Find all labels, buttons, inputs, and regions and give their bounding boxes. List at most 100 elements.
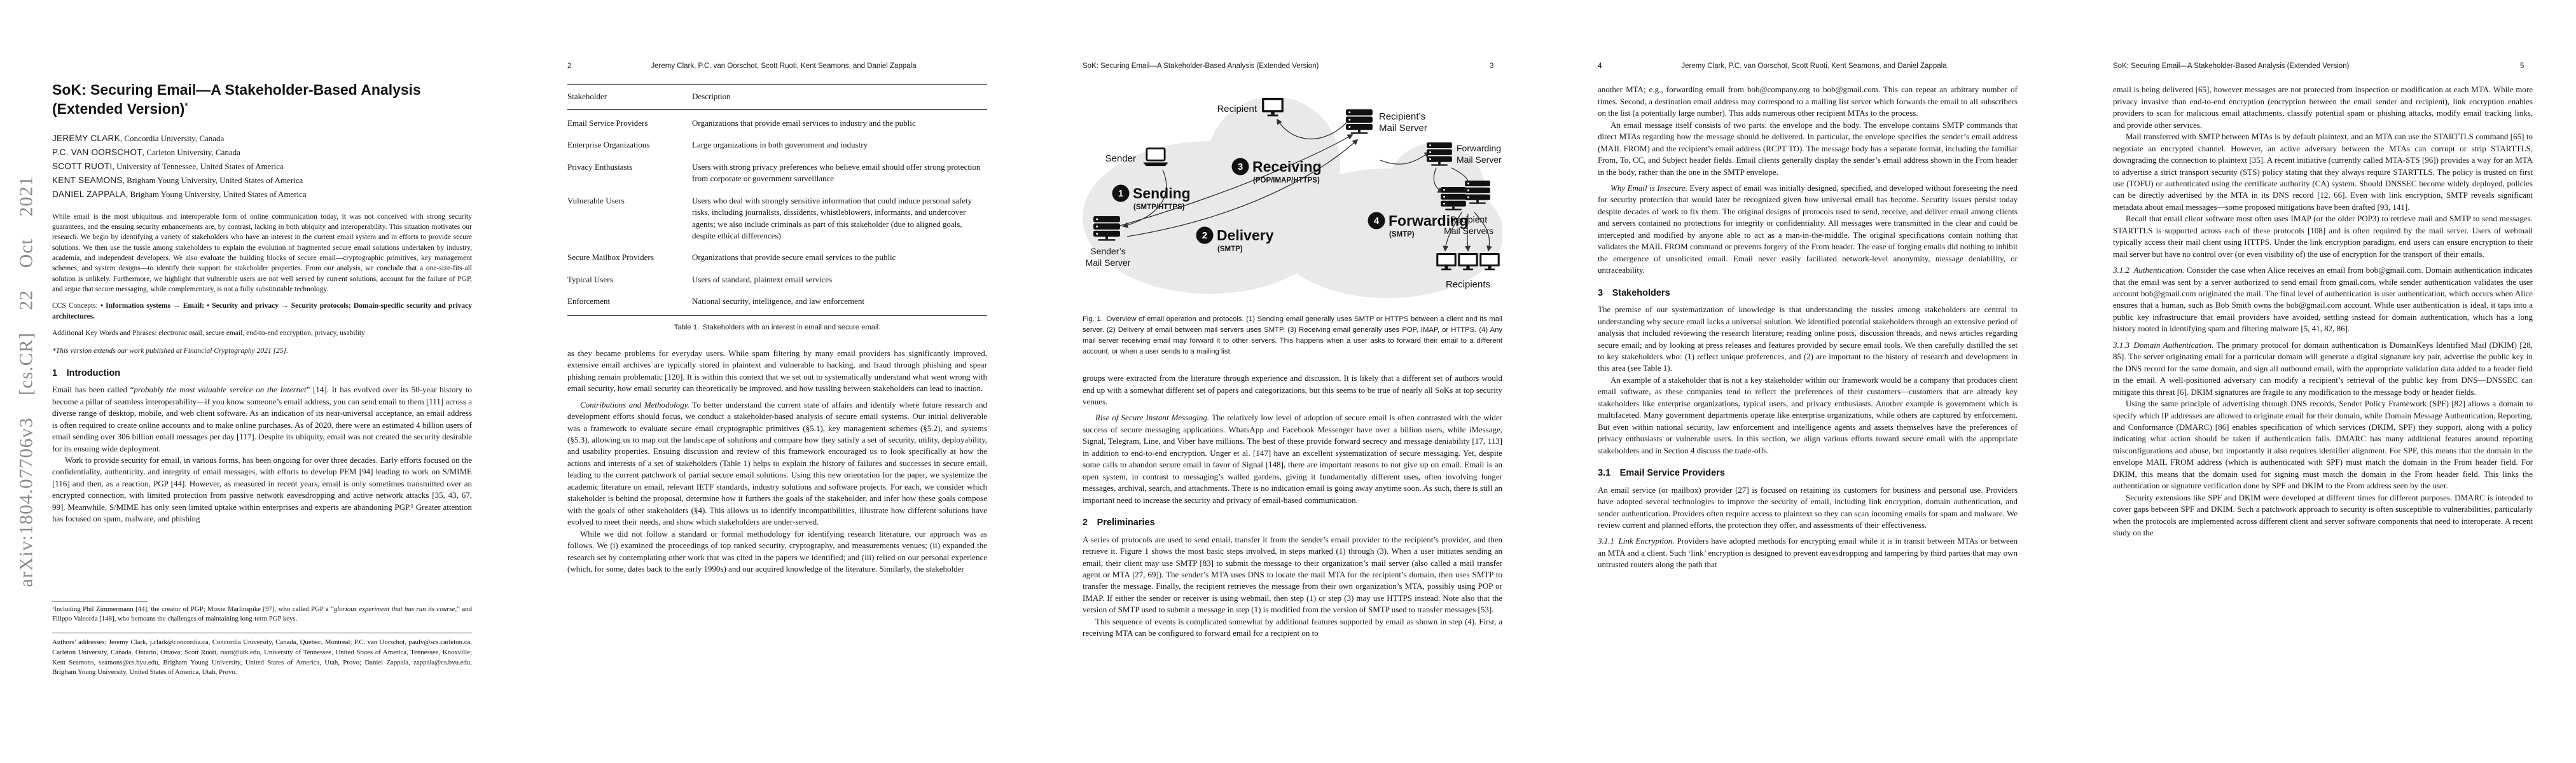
running-head: SoK: Securing Email—A Stakeholder-Based … (2113, 61, 2533, 71)
abstract: While email is the most ubiquitous and i… (52, 212, 472, 294)
running-title: SoK: Securing Email—A Stakeholder-Based … (2113, 62, 2350, 70)
paragraph: 3.1.2 Authentication. Consider the case … (2113, 265, 2533, 335)
flow-arrows (1117, 118, 1493, 252)
laptop-icon (1142, 148, 1170, 167)
step-3-receiving: 3 Receiving (POP/IMAP/HTTPS) (1231, 158, 1322, 184)
sender-label: Sender (1105, 153, 1136, 164)
step-protocols: (SMTP) (1217, 245, 1243, 253)
table-row: Privacy Enthusiasts Users with strong pri… (567, 156, 987, 190)
paragraph-text: Providers have adopted methods for encry… (1598, 536, 2018, 570)
description-cell: Users with strong privacy preferences wh… (692, 162, 981, 184)
author-line: DANIEL ZAPPALA, Brigham Young University… (52, 189, 472, 200)
paragraph: This sequence of events is complicated s… (1083, 616, 1502, 638)
flow-arrow (1443, 212, 1462, 252)
flow-arrow (1465, 214, 1471, 252)
paragraph: Work to provide security for email, in v… (52, 455, 472, 524)
recipients-label: Recipients (1446, 279, 1490, 290)
step-number-badge (1231, 158, 1249, 175)
section-heading-email-service-providers: 3.1 Email Service Providers (1598, 468, 1725, 479)
step-number-badge (1368, 212, 1385, 230)
running-authors: Jeremy Clark, P.C. van Oorschot, Scott R… (1681, 62, 1947, 70)
section-heading-introduction: 1 Introduction (52, 368, 121, 378)
paragraph: An example of a stakeholder that is not … (1598, 375, 2018, 455)
running-head: 2 Jeremy Clark, P.C. van Oorschot, Scott… (567, 61, 987, 71)
step-number-badge (1112, 184, 1130, 202)
description-cell: Organizations that provide email service… (692, 118, 916, 128)
recipients-mail-server-node: Recipient’s Mail Server (1346, 109, 1427, 134)
author-line: JEREMY CLARK, Concordia University, Cana… (52, 133, 472, 144)
run-in-heading: Contributions and Methodology. (580, 399, 689, 409)
page-3: SoK: Securing Email—A Stakeholder-Based … (1030, 0, 1546, 763)
flow-arrow (1380, 152, 1430, 165)
description-cell: Large organizations in both government a… (692, 140, 868, 150)
figure-caption: Fig. 1. Overview of email operation and … (1083, 315, 1502, 356)
paragraph: Mail transferred with SMTP between MTAs … (2113, 132, 2533, 212)
author-affiliation: , Concordia University, Canada (120, 133, 225, 143)
author-affiliation: , Carleton University, Canada (142, 147, 240, 157)
stakeholder-cell: Privacy Enthusiasts (567, 162, 633, 172)
paragraph: Why Email is Insecure. Every aspect of e… (1598, 182, 2018, 277)
email-flow-diagram: Recipient Recipient’s Mail Server Sender… (1083, 97, 1502, 299)
author-line: P.C. VAN OORSCHOT, Carleton University, … (52, 147, 472, 158)
recipients-mail-server-label: Recipient’s (1379, 111, 1425, 122)
paragraph: The premise of our systematization of kn… (1598, 305, 2018, 373)
run-in-heading: Rise of Secure Instant Messaging. (1095, 413, 1210, 423)
author-name: JEREMY CLARK (52, 133, 120, 143)
stakeholder-cell: Typical Users (567, 274, 613, 284)
description-cell: Users who deal with strongly sensitive i… (692, 195, 973, 240)
server-icon (1346, 109, 1373, 134)
stakeholder-cell: Enforcement (567, 291, 692, 316)
running-head: 4 Jeremy Clark, P.C. van Oorschot, Scott… (1598, 61, 2018, 71)
forwarding-mail-server-label: Forwarding (1457, 143, 1501, 153)
table-row: Typical Users Users of standard, plaintex… (567, 269, 987, 291)
description-cell: Users of standard, plaintext email servi… (692, 274, 833, 284)
author-affiliation: , Brigham Young University, United State… (126, 189, 307, 199)
author-name: KENT SEAMONS (52, 175, 123, 185)
section-heading-preliminaries: 2 Preliminaries (1083, 518, 1155, 528)
forwarding-mail-server-node: Forwarding Mail Server (1427, 142, 1502, 166)
stakeholder-cell: Email Service Providers (567, 118, 648, 128)
paragraph: Contributions and Methodology. To better… (567, 399, 987, 528)
paragraph: 3.1.3 Domain Authentication. The primary… (2113, 340, 2533, 398)
paragraph-text: The relatively low level of adoption of … (1083, 413, 1502, 505)
description-cell: Organizations that provide secure email … (692, 252, 896, 263)
step-name: Forwarding (1388, 212, 1468, 229)
arxiv-watermark: arXiv:1804.07706v3 [cs.CR] 22 Oct 2021 (15, 175, 37, 588)
authors-addresses: Authors’ addresses: Jeremy Clark, j.clar… (52, 638, 472, 677)
forwarding-mail-server-label: Mail Server (1457, 155, 1502, 165)
step-number: 4 (1374, 216, 1380, 226)
step-number-badge (1196, 226, 1214, 244)
paragraph: Email has been called “probably the most… (52, 384, 472, 455)
stakeholder-cell: Secure Mailbox Providers (567, 252, 654, 263)
table-caption: Table 1. Stakeholders with an interest i… (674, 323, 881, 331)
footnote-1: ¹Including Phil Zimmermann [44], the cre… (52, 605, 472, 624)
ccs-label: CCS Concepts: (52, 302, 98, 310)
senders-mail-server-label: Sender’s (1090, 246, 1126, 256)
paragraph: Rise of Secure Instant Messaging. The re… (1083, 412, 1502, 506)
paragraph: An email service (or mailbox) provider [… (1598, 485, 2018, 530)
column-header-description: Description (692, 84, 987, 110)
author-name: DANIEL ZAPPALA (52, 189, 126, 199)
quoted-phrase: probably the most valuable service on th… (134, 385, 307, 395)
footnote-text: ¹Including Phil Zimmermann [44], the cre… (52, 605, 334, 613)
author-name: SCOTT RUOTI (52, 161, 113, 171)
page-number: 2 (567, 62, 572, 70)
run-in-heading: 3.1.2 Authentication. (2113, 265, 2185, 275)
sender-node: Sender (1105, 148, 1170, 167)
running-head: SoK: Securing Email—A Stakeholder-Based … (1083, 61, 1502, 71)
flow-arrow (1277, 118, 1348, 140)
page-number: 3 (1490, 62, 1494, 70)
version-note: *This version extends our work published… (52, 347, 288, 355)
ccs-item: • Security and privacy → Security protoc… (52, 302, 472, 320)
recipient-node: Recipient (1217, 98, 1284, 117)
paper-title: SoK: Securing Email—A Stakeholder-Based … (52, 80, 459, 119)
step-protocols: (SMTP/HTTPS) (1133, 203, 1185, 211)
senders-mail-server-label: Mail Server (1086, 258, 1131, 268)
step-number: 3 (1238, 162, 1243, 172)
run-in-heading: Why Email is Insecure. (1610, 182, 1687, 193)
run-in-heading: 3.1.1 Link Encryption. (1598, 536, 1675, 546)
paragraph-text: The primary protocol for domain authenti… (2113, 340, 2533, 397)
paragraph-text: ” [14]. It has evolved over its 50-year … (52, 385, 472, 453)
